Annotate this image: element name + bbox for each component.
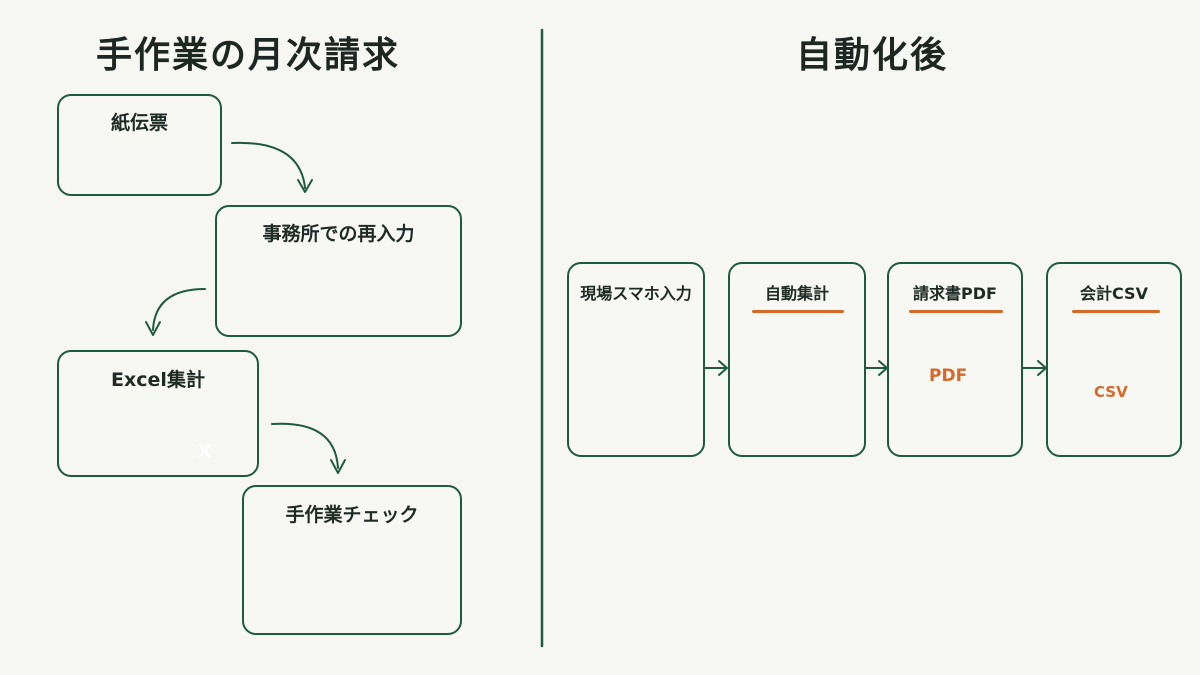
auto-step-label: 自動集計: [764, 284, 829, 303]
auto-arrow-2: [865, 360, 888, 376]
manual-step-label: Excel集計: [111, 369, 205, 391]
accent-underline: [1072, 310, 1160, 313]
manual-step-paper-slips: 紙伝票: [57, 94, 222, 196]
auto-step-label: 請求書PDF: [913, 284, 997, 303]
manual-step-label: 紙伝票: [110, 112, 168, 134]
pdf-badge-text: PDF: [929, 366, 968, 386]
auto-step-aggregation: 自動集計: [728, 262, 866, 457]
auto-step-label: 現場スマホ入力: [580, 284, 692, 303]
manual-title: 手作業の月次請求: [96, 35, 401, 76]
manual-arrow-2: [145, 288, 206, 336]
csv-badge-text: CSV: [1094, 383, 1128, 401]
auto-step-label: 会計CSV: [1080, 284, 1148, 303]
auto-step-accounting-csv: 会計CSV: [1046, 262, 1182, 457]
manual-arrow-3: [271, 422, 346, 474]
auto-step-invoice-pdf: 請求書PDF: [887, 262, 1023, 457]
manual-step-reentry: 事務所での再入力: [215, 205, 462, 337]
auto-arrow-3: [1022, 360, 1047, 376]
accent-underline: [909, 310, 1003, 313]
manual-step-check: 手作業チェック: [242, 485, 462, 635]
manual-step-label: 手作業チェック: [285, 504, 419, 526]
auto-step-smartphone: 現場スマホ入力: [567, 262, 705, 457]
auto-arrow-1: [704, 360, 728, 376]
automated-title: 自動化後: [796, 35, 949, 76]
manual-step-label: 事務所での再入力: [262, 223, 415, 245]
manual-step-excel: Excel集計: [57, 350, 259, 477]
accent-underline: [752, 310, 844, 313]
manual-arrow-1: [231, 141, 313, 193]
excel-letter: X: [198, 442, 212, 462]
